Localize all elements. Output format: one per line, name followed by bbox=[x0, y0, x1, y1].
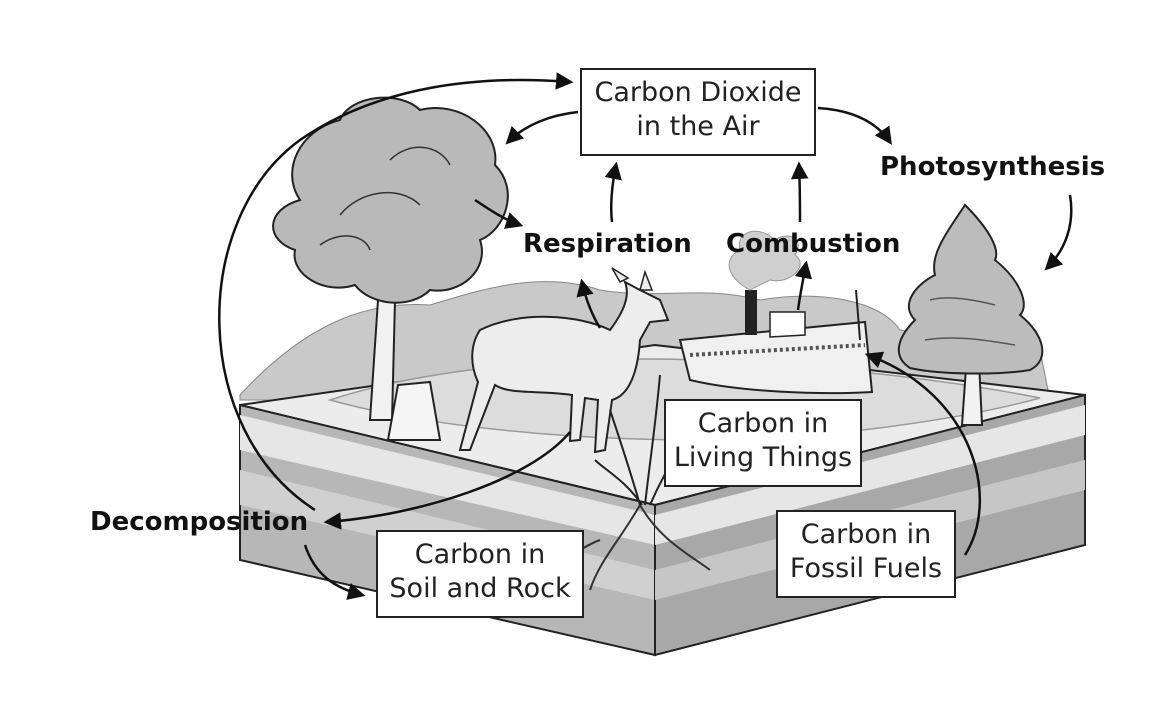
photosynthesis-label: Photosynthesis bbox=[880, 152, 1106, 182]
soil-box-line2: Soil and Rock bbox=[389, 573, 571, 604]
fossil-box-line2: Fossil Fuels bbox=[789, 553, 943, 584]
grass-plant bbox=[594, 374, 691, 506]
deciduous-tree bbox=[272, 96, 509, 441]
cycle-arrows bbox=[218, 72, 1073, 600]
arrow-living-to-decomposition bbox=[323, 431, 571, 530]
arrow-co2-to-tree bbox=[505, 110, 579, 145]
combustion-label: Combustion bbox=[726, 229, 901, 259]
arrow-respiration-to-co2 bbox=[604, 161, 622, 223]
arrow-tree-to-respiration bbox=[474, 198, 524, 229]
arrow-fossil-to-ship bbox=[864, 351, 982, 556]
deer bbox=[458, 267, 670, 454]
arrow-decomposition-to-soil bbox=[303, 544, 366, 600]
arrow-ship-to-combustion bbox=[794, 260, 813, 311]
soil-and-rock-box: Carbon in Soil and Rock bbox=[376, 530, 584, 618]
arrow-co2-to-photosynthesis bbox=[817, 106, 892, 145]
arrow-deer-to-respiration bbox=[576, 278, 602, 329]
arrow-photosynthesis-to-evergreen bbox=[1044, 194, 1073, 271]
steamship bbox=[678, 230, 874, 395]
living-box-line1: Carbon in bbox=[697, 408, 829, 439]
evergreen-tree bbox=[897, 203, 1044, 426]
co2-box-line1: Carbon Dioxide bbox=[594, 77, 802, 108]
arrow-combustion-to-co2 bbox=[790, 161, 809, 223]
fossil-box-line1: Carbon in bbox=[800, 519, 932, 550]
respiration-label: Respiration bbox=[523, 229, 692, 259]
soil-box-line1: Carbon in bbox=[414, 539, 546, 570]
living-things-box: Carbon in Living Things bbox=[664, 399, 862, 487]
decomposition-label: Decomposition bbox=[90, 507, 309, 537]
arrow-decomposition-to-co2 bbox=[218, 72, 574, 512]
living-box-line2: Living Things bbox=[673, 442, 853, 473]
co2-in-air-box: Carbon Dioxide in the Air bbox=[580, 68, 816, 156]
fossil-fuels-box: Carbon in Fossil Fuels bbox=[776, 510, 956, 598]
co2-box-line2: in the Air bbox=[636, 111, 760, 142]
